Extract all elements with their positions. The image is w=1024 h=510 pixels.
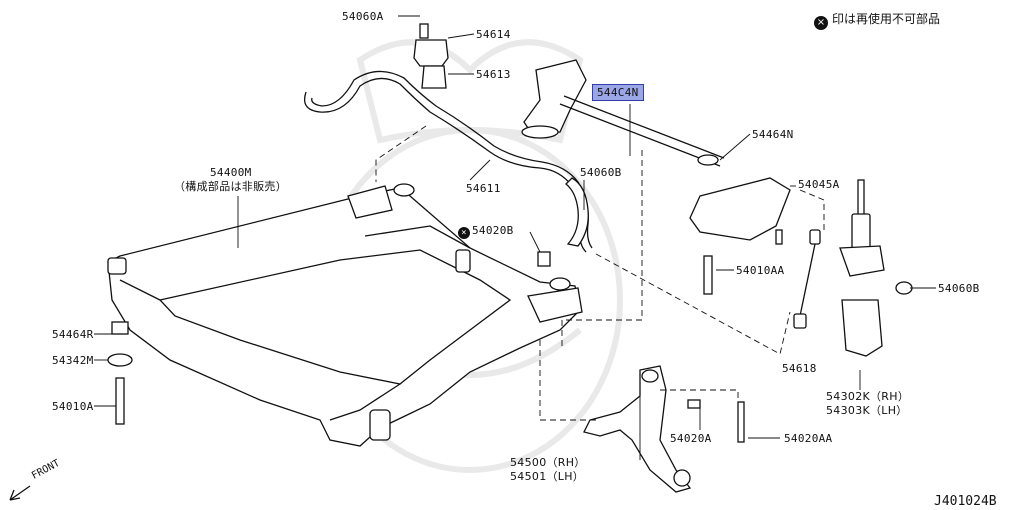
label-544c4n[interactable]: 544C4N bbox=[592, 84, 644, 101]
strut-assembly bbox=[839, 179, 913, 357]
leader-lines bbox=[94, 15, 936, 460]
label-54618[interactable]: 54618 bbox=[782, 362, 817, 375]
label-54060a-top[interactable]: 54060A bbox=[342, 10, 384, 23]
mount-bracket-right bbox=[689, 154, 791, 295]
label-54342m[interactable]: 54342M bbox=[52, 354, 94, 367]
mount-bracket bbox=[521, 59, 725, 167]
label-54501[interactable]: 54501（LH） bbox=[510, 470, 585, 483]
transverse-link bbox=[583, 365, 692, 493]
label-54400m[interactable]: 54400M bbox=[210, 166, 252, 179]
bolts bbox=[107, 251, 745, 443]
legend-text: 印は再使用不可部品 bbox=[832, 12, 941, 26]
label-54020b[interactable]: ×54020B bbox=[458, 224, 514, 239]
label-54010a[interactable]: 54010A bbox=[52, 400, 94, 413]
label-54614[interactable]: 54614 bbox=[476, 28, 511, 41]
x-circle-icon: × bbox=[458, 227, 470, 239]
front-suspension-member bbox=[107, 183, 583, 447]
x-circle-icon: × bbox=[814, 16, 828, 30]
label-54060b-right[interactable]: 54060B bbox=[938, 282, 980, 295]
diagram-code: J401024B bbox=[934, 494, 997, 509]
label-54464n[interactable]: 54464N bbox=[752, 128, 794, 141]
label-54020a[interactable]: 54020A bbox=[670, 432, 712, 445]
label-54020b-text: 54020B bbox=[472, 224, 514, 237]
label-54611[interactable]: 54611 bbox=[466, 182, 501, 195]
stabilizer-link bbox=[793, 229, 821, 329]
label-54613[interactable]: 54613 bbox=[476, 68, 511, 81]
label-54500[interactable]: 54500（RH） bbox=[510, 456, 586, 469]
label-54045a[interactable]: 54045A bbox=[798, 178, 840, 191]
stabilizer-bushing-clamp bbox=[413, 23, 589, 247]
label-54400m-note: （構成部品は非販売） bbox=[174, 180, 287, 193]
label-54302k[interactable]: 54302K（RH） bbox=[826, 390, 910, 403]
dashed-lines bbox=[375, 125, 825, 421]
label-54020aa[interactable]: 54020AA bbox=[784, 432, 833, 445]
label-54464r[interactable]: 54464R bbox=[52, 328, 94, 341]
front-arrow-icon bbox=[9, 485, 31, 501]
label-54010aa[interactable]: 54010AA bbox=[736, 264, 785, 277]
label-54303k[interactable]: 54303K（LH） bbox=[826, 404, 908, 417]
label-54060b-mid[interactable]: 54060B bbox=[580, 166, 622, 179]
reuse-legend: × 印は再使用不可部品 bbox=[814, 10, 940, 30]
